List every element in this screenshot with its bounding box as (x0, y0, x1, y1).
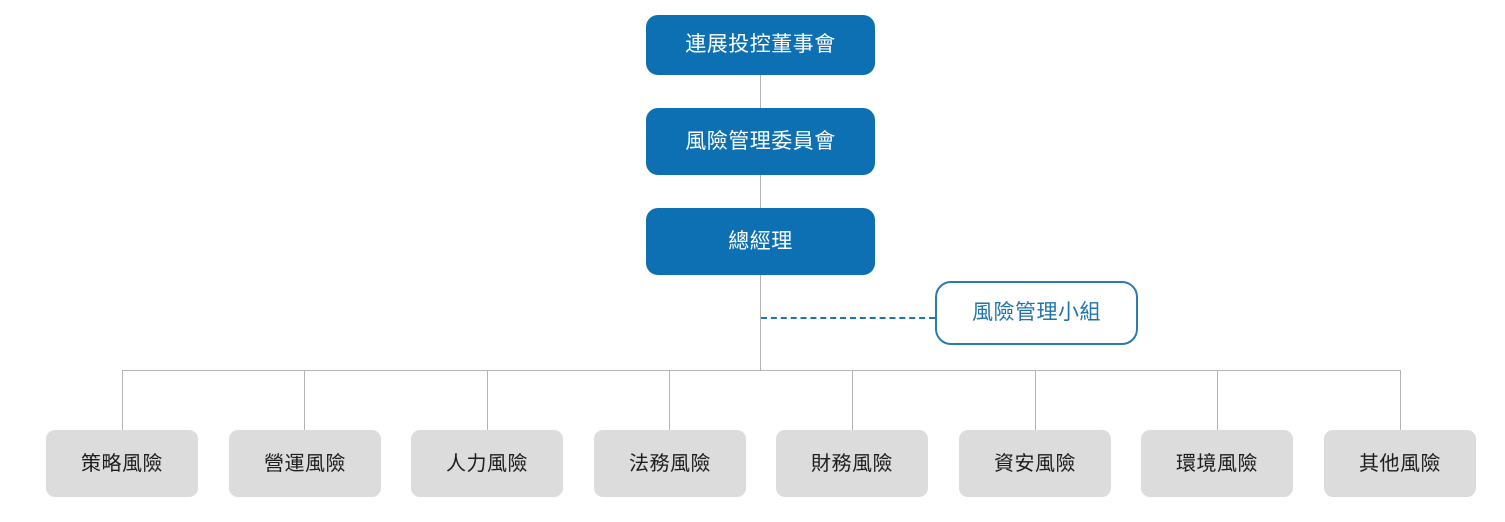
node-risk-management-team[interactable]: 風險管理小組 (935, 281, 1138, 345)
node-environmental-risk[interactable]: 環境風險 (1141, 430, 1293, 497)
connector-board-to-committee (760, 75, 761, 108)
node-strategic-risk[interactable]: 策略風險 (46, 430, 198, 497)
node-general-manager[interactable]: 總經理 (646, 208, 875, 275)
connector-horizontal-bus (122, 370, 1401, 371)
node-hr-risk[interactable]: 人力風險 (411, 430, 563, 497)
node-infosec-risk[interactable]: 資安風險 (959, 430, 1111, 497)
node-legal-risk[interactable]: 法務風險 (594, 430, 746, 497)
connector-drop-environmental-risk (1217, 370, 1218, 430)
connector-drop-operational-risk (304, 370, 305, 430)
connector-drop-financial-risk (852, 370, 853, 430)
connector-drop-strategic-risk (122, 370, 123, 430)
connector-drop-other-risk (1400, 370, 1401, 430)
node-risk-management-committee[interactable]: 風險管理委員會 (646, 108, 875, 175)
connector-drop-legal-risk (669, 370, 670, 430)
node-operational-risk[interactable]: 營運風險 (229, 430, 381, 497)
connector-gm-trunk (760, 275, 761, 371)
connector-drop-hr-risk (487, 370, 488, 430)
node-board[interactable]: 連展投控董事會 (646, 15, 875, 75)
node-financial-risk[interactable]: 財務風險 (776, 430, 928, 497)
connector-dashed-risk-team (761, 317, 935, 319)
connector-drop-infosec-risk (1035, 370, 1036, 430)
connector-committee-to-gm (760, 175, 761, 208)
node-other-risk[interactable]: 其他風險 (1324, 430, 1476, 497)
